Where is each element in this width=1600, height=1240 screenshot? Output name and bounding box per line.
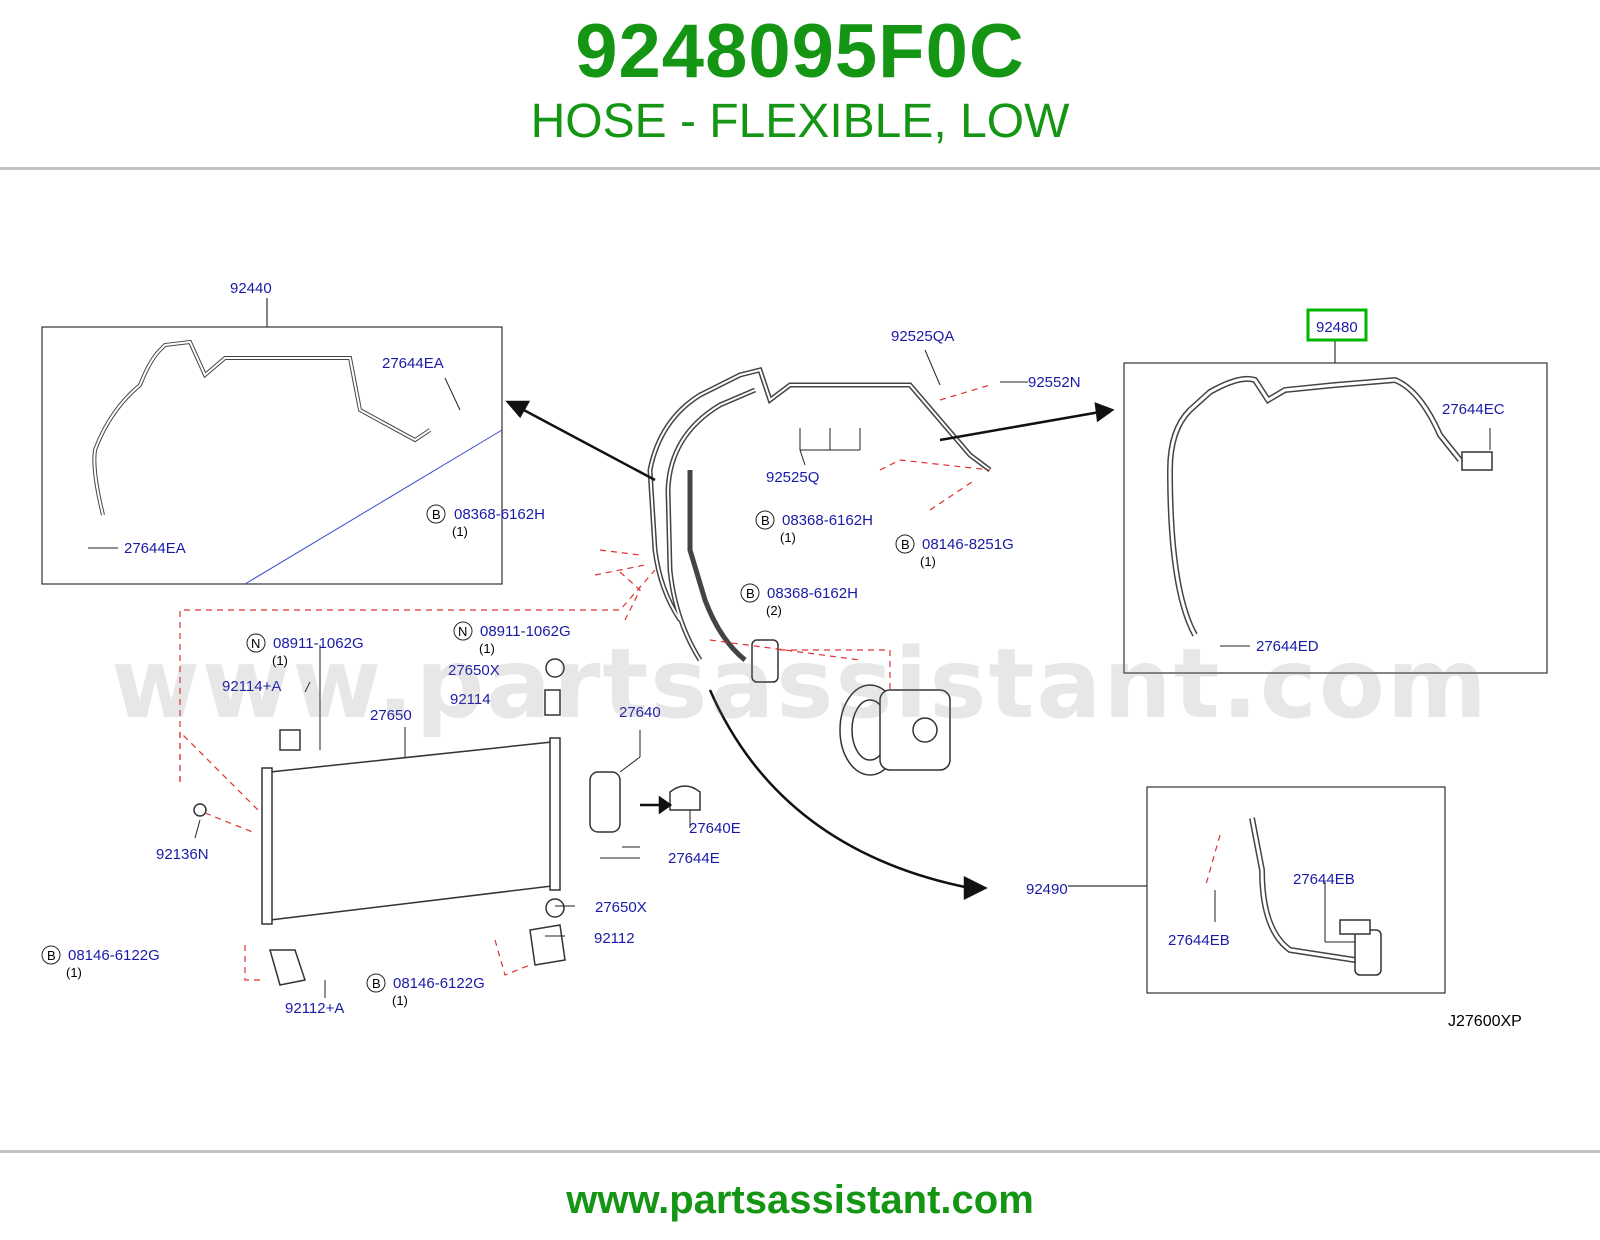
label-08368-6162H-c: 08368-6162H	[767, 585, 858, 602]
pipe-92440	[92, 339, 432, 516]
qty-08368-6162H-c: (2)	[766, 603, 782, 618]
label-92552N: 92552N	[1028, 374, 1081, 391]
label-92136N: 92136N	[156, 846, 209, 863]
label-27644EA-bottom: 27644EA	[124, 540, 186, 557]
label-08368-6162H-b: 08368-6162H	[782, 512, 873, 529]
box-92440	[41, 326, 503, 585]
compressor	[839, 684, 951, 776]
label-08146-6122G-a: 08146-6122G	[68, 947, 160, 964]
label-08911-1062G-a: 08911-1062G	[273, 635, 364, 652]
bolt-marker: B	[432, 507, 441, 522]
hose-92490	[1249, 817, 1356, 963]
parts-diagram: 92440 27644EA 27644EA 92525QA 92552N 925…	[41, 280, 1548, 1030]
bolt-marker: B	[47, 948, 56, 963]
bolt-marker: B	[901, 537, 910, 552]
qty-08146-6122G-b: (1)	[392, 993, 408, 1008]
label-92112: 92112	[594, 930, 635, 947]
label-27650X-bottom: 27650X	[595, 899, 647, 916]
hose-92480	[1166, 375, 1463, 637]
label-27640E: 27640E	[689, 820, 741, 837]
bolt-marker: B	[372, 976, 381, 991]
label-92480: 92480	[1316, 319, 1358, 336]
qty-08146-8251G: (1)	[920, 554, 936, 569]
part-number-title: 9248095F0C	[575, 9, 1025, 94]
label-92490: 92490	[1026, 881, 1068, 898]
label-08146-6122G-b: 08146-6122G	[393, 975, 485, 992]
nut-marker: N	[458, 624, 467, 639]
label-27644ED: 27644ED	[1256, 638, 1319, 655]
label-27640: 27640	[619, 704, 661, 721]
highlight-box-92480	[1306, 308, 1368, 342]
label-92525Q: 92525Q	[766, 469, 819, 486]
label-92112A: 92112+A	[285, 1000, 344, 1017]
label-92114A: 92114+A	[222, 678, 281, 695]
nut-marker: N	[251, 636, 260, 651]
box-92490	[1146, 786, 1446, 994]
label-27644E: 27644E	[668, 850, 720, 867]
label-08368-6162H-a: 08368-6162H	[454, 506, 545, 523]
bolt-marker: B	[746, 586, 755, 601]
label-27644EA-top: 27644EA	[382, 355, 444, 372]
diagram-ref-code: J27600XP	[1448, 1013, 1522, 1030]
label-27644EC: 27644EC	[1442, 401, 1505, 418]
qty-08368-6162H-b: (1)	[780, 530, 796, 545]
qty-08146-6122G-a: (1)	[66, 965, 82, 980]
label-27650: 27650	[370, 707, 412, 724]
receiver-27640	[589, 771, 701, 833]
label-92440: 92440	[230, 280, 272, 297]
label-27644EB-right: 27644EB	[1293, 871, 1355, 888]
footer-divider	[0, 1150, 1600, 1153]
qty-08911-1062G-b: (1)	[479, 641, 495, 656]
label-27650X-top: 27650X	[448, 662, 500, 679]
qty-08368-6162H-a: (1)	[452, 524, 468, 539]
label-92525QA: 92525QA	[891, 328, 954, 345]
part-description: HOSE - FLEXIBLE, LOW	[530, 95, 1070, 148]
header-divider	[0, 167, 1600, 170]
condenser-27650	[261, 737, 561, 925]
label-08146-8251G: 08146-8251G	[922, 536, 1014, 553]
bolt-marker: B	[761, 513, 770, 528]
qty-08911-1062G-a: (1)	[272, 653, 288, 668]
label-08911-1062G-b: 08911-1062G	[480, 623, 571, 640]
label-27644EB-left: 27644EB	[1168, 932, 1230, 949]
label-92114: 92114	[450, 691, 491, 708]
footer-url-link[interactable]: www.partsassistant.com	[566, 1178, 1034, 1222]
